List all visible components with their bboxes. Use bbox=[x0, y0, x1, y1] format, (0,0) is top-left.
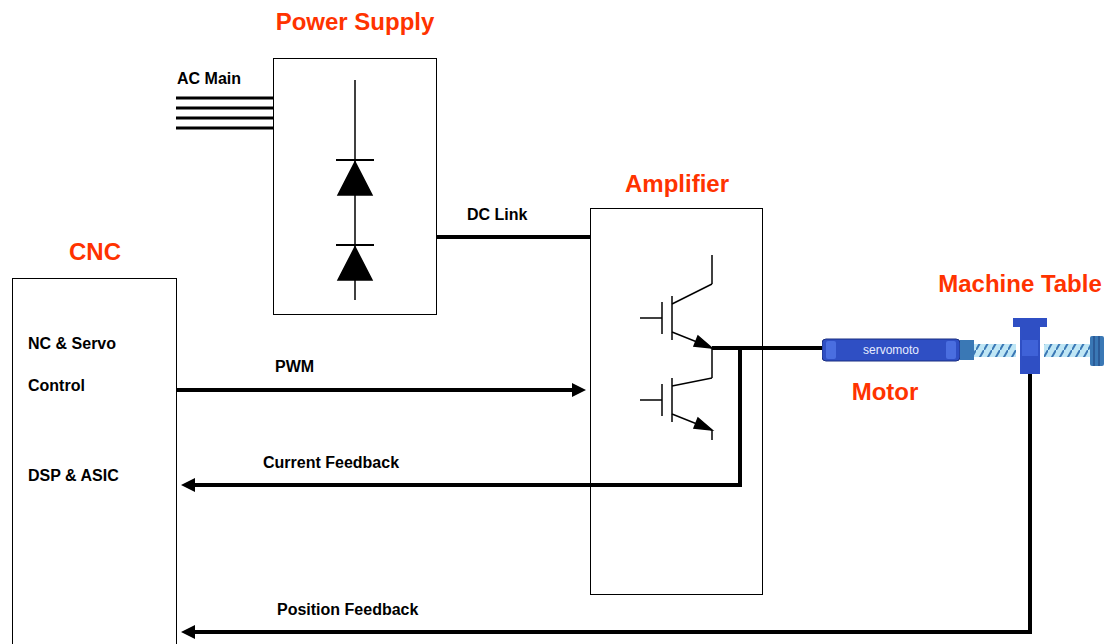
ac-main-wires bbox=[176, 98, 273, 128]
heading-label: Amplifier bbox=[580, 170, 774, 198]
drawing-part bbox=[176, 127, 273, 130]
servo-motor: servomoto bbox=[822, 338, 960, 362]
block-box bbox=[273, 58, 437, 315]
drawing-part bbox=[711, 348, 713, 378]
drawing-part bbox=[974, 344, 1016, 357]
drawing-part bbox=[176, 107, 273, 110]
drawing-part bbox=[661, 384, 663, 416]
signal-connector bbox=[763, 346, 822, 350]
signal-label: Current Feedback bbox=[260, 454, 402, 472]
heading-label: Power Supply bbox=[230, 8, 480, 36]
signal-connector bbox=[195, 348, 740, 485]
signal-label: DC Link bbox=[464, 206, 530, 224]
motor-label: servomoto bbox=[863, 343, 919, 357]
motor-flange bbox=[826, 341, 836, 359]
heading-label: CNC bbox=[0, 238, 190, 266]
motor-body bbox=[822, 339, 960, 361]
drawing-part bbox=[338, 162, 372, 195]
drawing-part bbox=[672, 332, 712, 348]
body-text: DSP & ASIC bbox=[28, 467, 168, 485]
node-group: servomotoMotor bbox=[815, 330, 975, 410]
input-label: AC Main bbox=[174, 70, 244, 88]
drawing-part bbox=[338, 247, 372, 280]
heading-label: Machine Table bbox=[928, 270, 1112, 298]
diode-symbol bbox=[336, 80, 374, 300]
drawing-part bbox=[1044, 344, 1090, 357]
drawing-part bbox=[960, 340, 974, 360]
drawing-part bbox=[671, 296, 673, 340]
drawing-part bbox=[640, 399, 662, 401]
drawing-part bbox=[694, 418, 712, 430]
drawing-part bbox=[672, 414, 712, 430]
drawing-part bbox=[711, 430, 713, 440]
node-group: NC & Servo ControlDSP & ASIC CNC bbox=[0, 238, 200, 644]
block-box bbox=[590, 208, 763, 595]
heading-label: Motor bbox=[815, 378, 955, 406]
signal-connector bbox=[177, 388, 572, 392]
node-group: Machine Table bbox=[928, 270, 1114, 380]
drawing-part bbox=[672, 378, 712, 386]
drawing-part bbox=[672, 284, 712, 304]
drawing-part bbox=[712, 346, 763, 350]
signal-label: PWM bbox=[272, 358, 317, 376]
table-nut bbox=[1020, 327, 1040, 374]
drawing-part bbox=[711, 255, 713, 284]
table-nut-shade bbox=[1022, 340, 1038, 356]
signal-label: Position Feedback bbox=[274, 601, 421, 619]
drawing-part bbox=[336, 159, 374, 161]
body-text: NC & Servo Control bbox=[28, 323, 148, 407]
block-box: NC & Servo ControlDSP & ASIC bbox=[12, 278, 177, 644]
machine-table bbox=[1013, 318, 1047, 374]
drawing-part bbox=[640, 317, 662, 319]
drawing-part bbox=[1099, 336, 1100, 366]
igbt-symbol bbox=[640, 255, 763, 440]
drawing-part bbox=[1094, 336, 1095, 366]
drawing-part bbox=[336, 244, 374, 246]
table-outline bbox=[1013, 318, 1047, 374]
table-top bbox=[1013, 318, 1047, 327]
drawing-part bbox=[671, 378, 673, 422]
drawing-part bbox=[694, 336, 712, 348]
drawing-part bbox=[661, 302, 663, 334]
node-group: Power Supply bbox=[230, 8, 480, 318]
motor-flange bbox=[946, 341, 956, 359]
node-group: Amplifier bbox=[580, 170, 780, 600]
signal-connector bbox=[195, 374, 1030, 632]
signal-connector bbox=[437, 235, 590, 239]
drawing-part bbox=[176, 97, 273, 100]
drawing-part bbox=[1090, 336, 1104, 366]
drawing-part bbox=[176, 117, 273, 120]
